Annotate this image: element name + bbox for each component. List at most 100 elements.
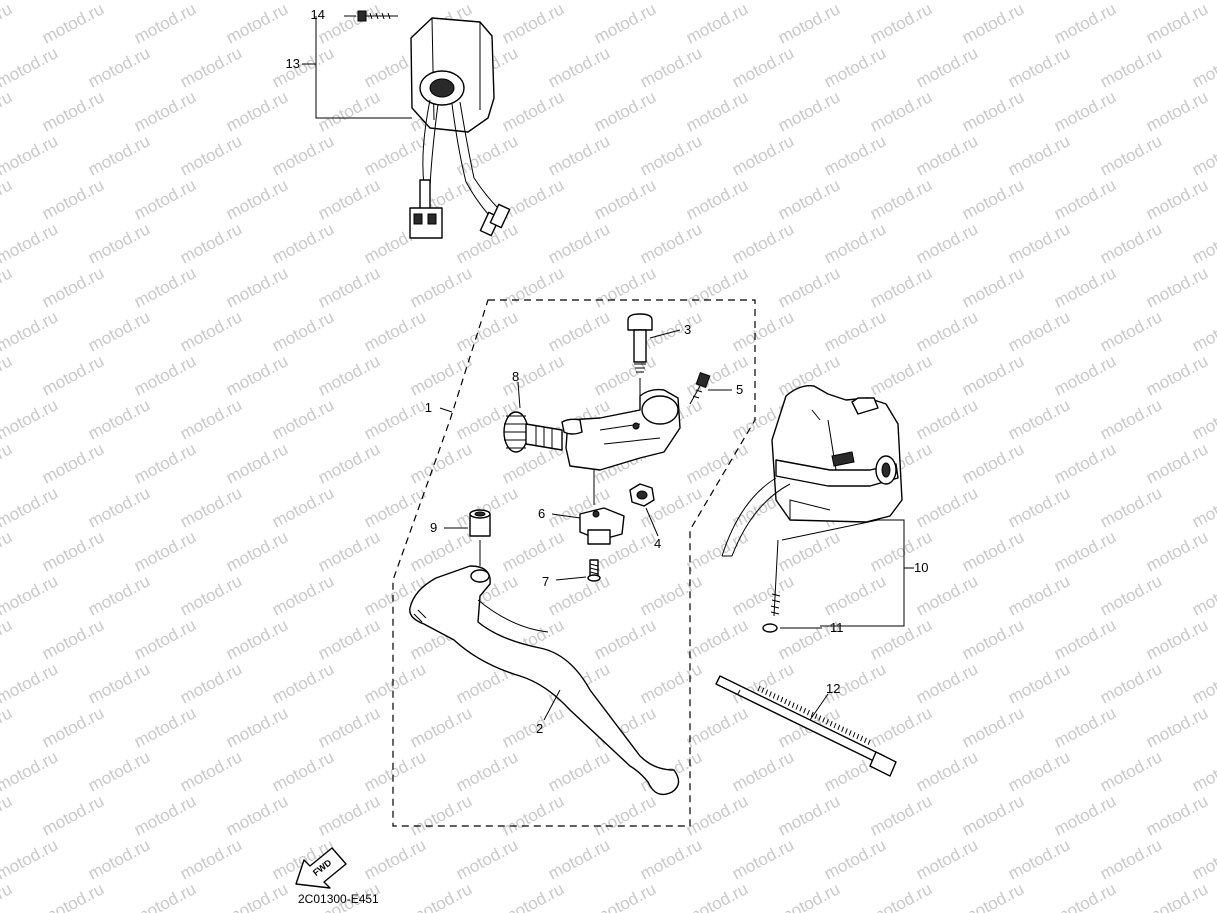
watermark-text: motod.ru [913, 307, 981, 355]
watermark-text: motod.ru [913, 483, 981, 531]
watermark-text: motod.ru [315, 703, 383, 751]
watermark-text: motod.ru [269, 571, 337, 619]
callout-11: 11 [830, 620, 844, 635]
watermark-text: motod.ru [1051, 703, 1119, 751]
watermark-text: motod.ru [0, 307, 61, 355]
watermark-text: motod.ru [177, 571, 245, 619]
cable-tie-tooth [776, 695, 780, 701]
watermark-text: motod.ru [1189, 747, 1217, 795]
leader-1 [439, 407, 453, 413]
watermark-text: motod.ru [1143, 527, 1211, 575]
cable-tie-tooth [768, 691, 772, 697]
watermark-text: motod.ru [315, 87, 383, 135]
watermark-text: motod.ru [407, 791, 475, 839]
watermark-text: motod.ru [1143, 263, 1211, 311]
watermark-text: motod.ru [1097, 219, 1165, 267]
watermark-text: motod.ru [1189, 219, 1217, 267]
watermark-text: motod.ru [177, 747, 245, 795]
cable-tie-tooth [784, 698, 788, 705]
leader-2 [543, 689, 561, 721]
watermark-text: motod.ru [1005, 483, 1073, 531]
watermark-text: motod.ru [683, 791, 751, 839]
watermark-text: motod.ru [361, 835, 429, 883]
watermark-text: motod.ru [223, 527, 291, 575]
watermark-text: motod.ru [85, 835, 153, 883]
watermark-text: motod.ru [959, 791, 1027, 839]
watermark-text: motod.ru [1051, 527, 1119, 575]
watermark-text: motod.ru [39, 175, 107, 223]
watermark-text: motod.ru [315, 527, 383, 575]
watermark-text: motod.ru [0, 219, 61, 267]
leader-8 [517, 381, 521, 409]
leader-13 [302, 16, 412, 119]
cable-tie-tooth [795, 704, 799, 710]
watermark-text: motod.ru [85, 747, 153, 795]
callout-3: 3 [684, 322, 691, 337]
watermark-text: motod.ru [407, 703, 475, 751]
watermark-text: motod.ru [499, 175, 567, 223]
watermark-text: motod.ru [131, 351, 199, 399]
watermark-text: motod.ru [0, 527, 15, 575]
cable-tie-tooth [867, 739, 871, 745]
watermark-text: motod.ru [1189, 835, 1217, 883]
callout-10: 10 [914, 560, 928, 575]
watermark-text: motod.ru [315, 615, 383, 663]
leader-4 [645, 507, 659, 537]
watermark-text: motod.ru [545, 307, 613, 355]
watermark-text: motod.ru [499, 879, 567, 913]
cable-tie-tooth [803, 708, 807, 714]
watermark-text: motod.ru [913, 395, 981, 443]
watermark-text: motod.ru [177, 659, 245, 707]
watermark-text: motod.ru [39, 87, 107, 135]
watermark-text: motod.ru [1143, 175, 1211, 223]
watermark-text: motod.ru [1051, 439, 1119, 487]
watermark-text: motod.ru [729, 219, 797, 267]
watermark-text: motod.ru [545, 835, 613, 883]
watermark-text: motod.ru [1097, 131, 1165, 179]
watermark-text: motod.ru [0, 571, 61, 619]
watermark-text: motod.ru [131, 0, 199, 48]
watermark-text: motod.ru [729, 571, 797, 619]
cable-tie-tooth [799, 706, 803, 712]
watermark-text: motod.ru [499, 351, 567, 399]
watermark-text: motod.ru [1097, 747, 1165, 795]
watermark-text: motod.ru [131, 703, 199, 751]
watermark-text: motod.ru [39, 0, 107, 48]
watermark-text: motod.ru [1097, 43, 1165, 91]
watermark-text: motod.ru [1143, 0, 1211, 48]
leader-7 [555, 576, 587, 581]
callout-7: 7 [542, 574, 549, 589]
cable-tie-tooth [856, 733, 860, 740]
watermark-text: motod.ru [177, 307, 245, 355]
watermark-text: motod.ru [85, 483, 153, 531]
watermark-text: motod.ru [729, 307, 797, 355]
watermark-text: motod.ru [683, 175, 751, 223]
cable-tie-tooth [806, 709, 810, 716]
watermark-text: motod.ru [775, 0, 843, 48]
watermark-text: motod.ru [39, 439, 107, 487]
watermark-text: motod.ru [1051, 263, 1119, 311]
watermark-text: motod.ru [545, 131, 613, 179]
cable-tie-tooth [787, 700, 791, 706]
watermark-text: motod.ru [867, 879, 935, 913]
cable-tie-tooth [772, 693, 776, 699]
watermark-text: motod.ru [0, 0, 15, 48]
leader-10 [781, 519, 914, 627]
watermark-text: motod.ru [0, 791, 15, 839]
watermark-text: motod.ru [0, 131, 61, 179]
watermark-text: motod.ru [0, 0, 61, 4]
watermark-text: motod.ru [269, 219, 337, 267]
collar-9 [469, 509, 491, 566]
lever-holder [561, 388, 681, 505]
callout-4: 4 [654, 536, 661, 551]
watermark-text: motod.ru [1005, 659, 1073, 707]
watermark-text: motod.ru [131, 439, 199, 487]
watermark-text: motod.ru [1005, 43, 1073, 91]
cable-tie-tooth [761, 687, 765, 694]
watermark-text: motod.ru [269, 747, 337, 795]
watermark-text: motod.ru [1005, 307, 1073, 355]
watermark-text: motod.ru [39, 263, 107, 311]
watermark-text: motod.ru [315, 439, 383, 487]
watermark-text: motod.ru [959, 703, 1027, 751]
watermark-text: motod.ru [637, 659, 705, 707]
